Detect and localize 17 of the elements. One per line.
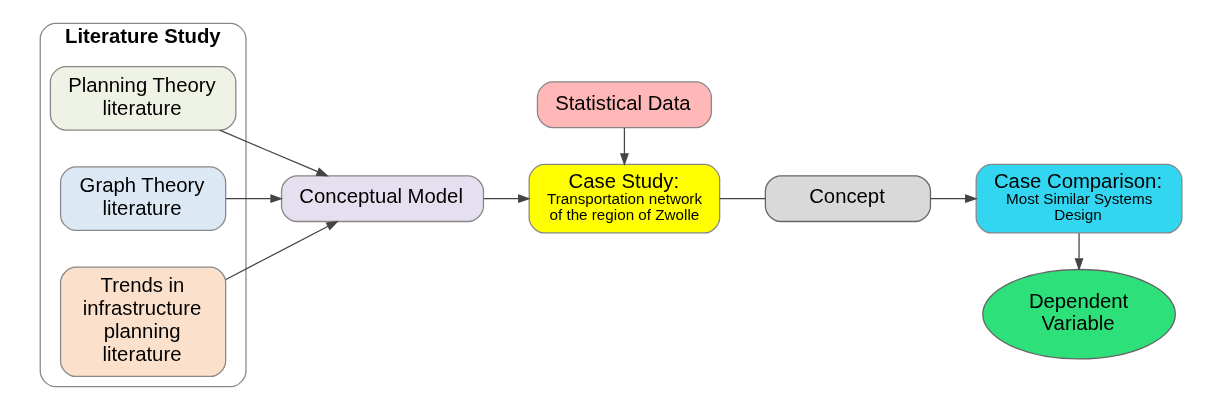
arrow — [1074, 232, 1083, 271]
arrow — [218, 129, 329, 177]
node-box: Concept — [764, 175, 931, 223]
arrow — [224, 220, 339, 281]
connector — [718, 198, 766, 200]
arrow — [929, 194, 978, 204]
node-box: Case Study: Transportation network of the region of Zwolle — [528, 163, 720, 234]
arrow — [482, 194, 531, 204]
arrow — [619, 127, 629, 167]
node-box: Trends in infrastructure planning literature — [59, 266, 226, 378]
node-box: Conceptual Model — [280, 175, 484, 223]
node-box: Case Comparison: Most Similar Systems Design — [975, 163, 1183, 234]
node-box: Graph Theory literature — [59, 166, 226, 232]
node-box: Planning Theory literature — [49, 65, 236, 131]
node-box: Statistical Data — [536, 81, 712, 129]
node-ellipse: Dependent Variable — [981, 268, 1176, 360]
arrow — [224, 194, 283, 204]
